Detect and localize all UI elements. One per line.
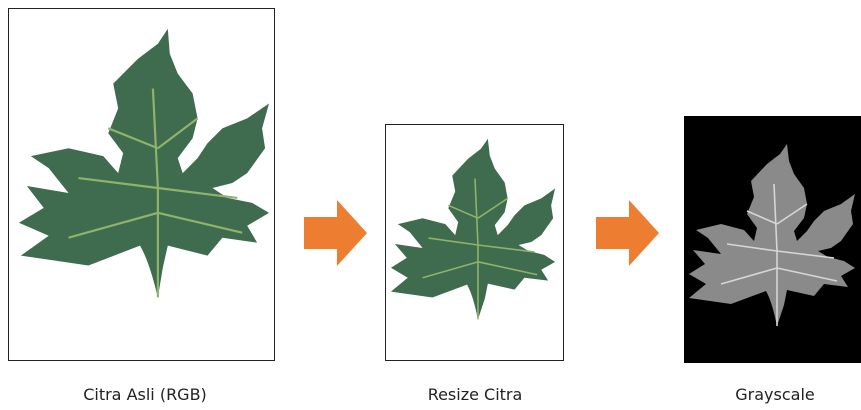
caption-resize: Resize Citra — [380, 385, 570, 405]
image-resized — [385, 124, 564, 361]
arrow-right-icon — [304, 200, 367, 266]
arrow-right-icon — [596, 200, 659, 266]
leaf-color-small-icon — [386, 125, 563, 360]
leaf-color-icon — [9, 9, 274, 360]
leaf-grayscale-icon — [684, 116, 861, 363]
caption-grayscale: Grayscale — [700, 385, 850, 405]
image-grayscale — [684, 116, 861, 363]
caption-original-rgb: Citra Asli (RGB) — [40, 385, 250, 405]
image-original-rgb — [8, 8, 275, 361]
